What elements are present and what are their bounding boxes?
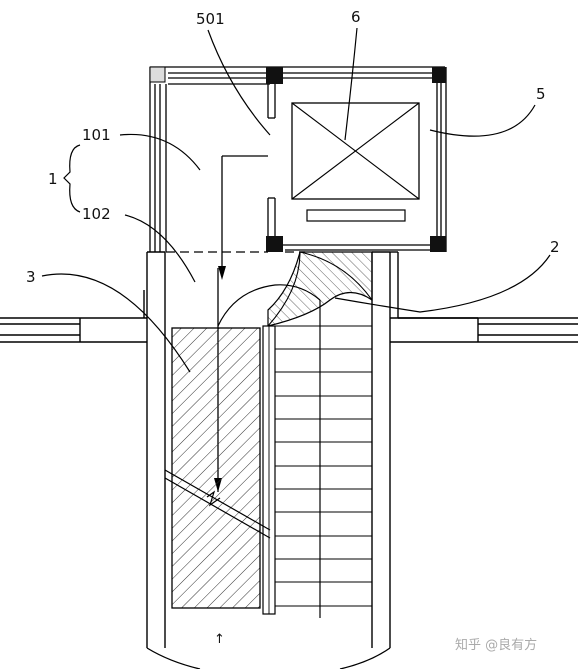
leader-102 [124, 214, 196, 283]
watermark: 知乎 @良有方 [455, 637, 537, 653]
leader-6 [344, 27, 358, 141]
bottom-left-arc [146, 647, 201, 669]
left-horizontal-wall [0, 317, 147, 343]
label-101: 101 [82, 126, 111, 144]
label-501: 501 [196, 10, 225, 28]
break-line-2 [164, 477, 271, 539]
label-6: 6 [351, 8, 361, 26]
corner-block-bottom-right [430, 236, 446, 252]
elevator-car-box [291, 102, 420, 200]
corner-block-nw [149, 66, 166, 83]
door-swing-arc [217, 284, 321, 327]
corner-block-top-mid [266, 67, 283, 84]
label-102: 102 [82, 205, 111, 223]
label-5: 5 [536, 85, 546, 103]
hatched-block-3 [171, 327, 261, 609]
leader-5 [429, 104, 536, 137]
curved-landing-arc-2 [267, 251, 301, 327]
label-3: 3 [26, 268, 36, 286]
curved-landing-hatched [267, 251, 373, 327]
bottom-direction-mark: ↑ [214, 632, 225, 647]
vestibule-walls [149, 66, 447, 252]
leader-101 [119, 133, 201, 171]
leader-2 [334, 254, 551, 313]
corner-block-top-right [432, 67, 446, 83]
right-horizontal-wall [390, 317, 578, 343]
corner-block-bottom-mid [266, 236, 283, 252]
label-2: 2 [550, 238, 560, 256]
bracket-1 [63, 144, 81, 213]
path-arrowhead-upper [218, 266, 226, 280]
break-zigzag [206, 490, 221, 507]
label-1: 1 [48, 170, 58, 188]
stair-treads [275, 325, 372, 607]
curved-landing-arc-1 [299, 251, 373, 301]
leader-501 [207, 29, 271, 136]
bottom-right-arc [339, 647, 391, 669]
elevator-door-bar [306, 209, 406, 222]
leader-3 [41, 273, 191, 373]
leader-lines [41, 27, 551, 373]
elevator-car-diagonal-2 [291, 102, 420, 200]
